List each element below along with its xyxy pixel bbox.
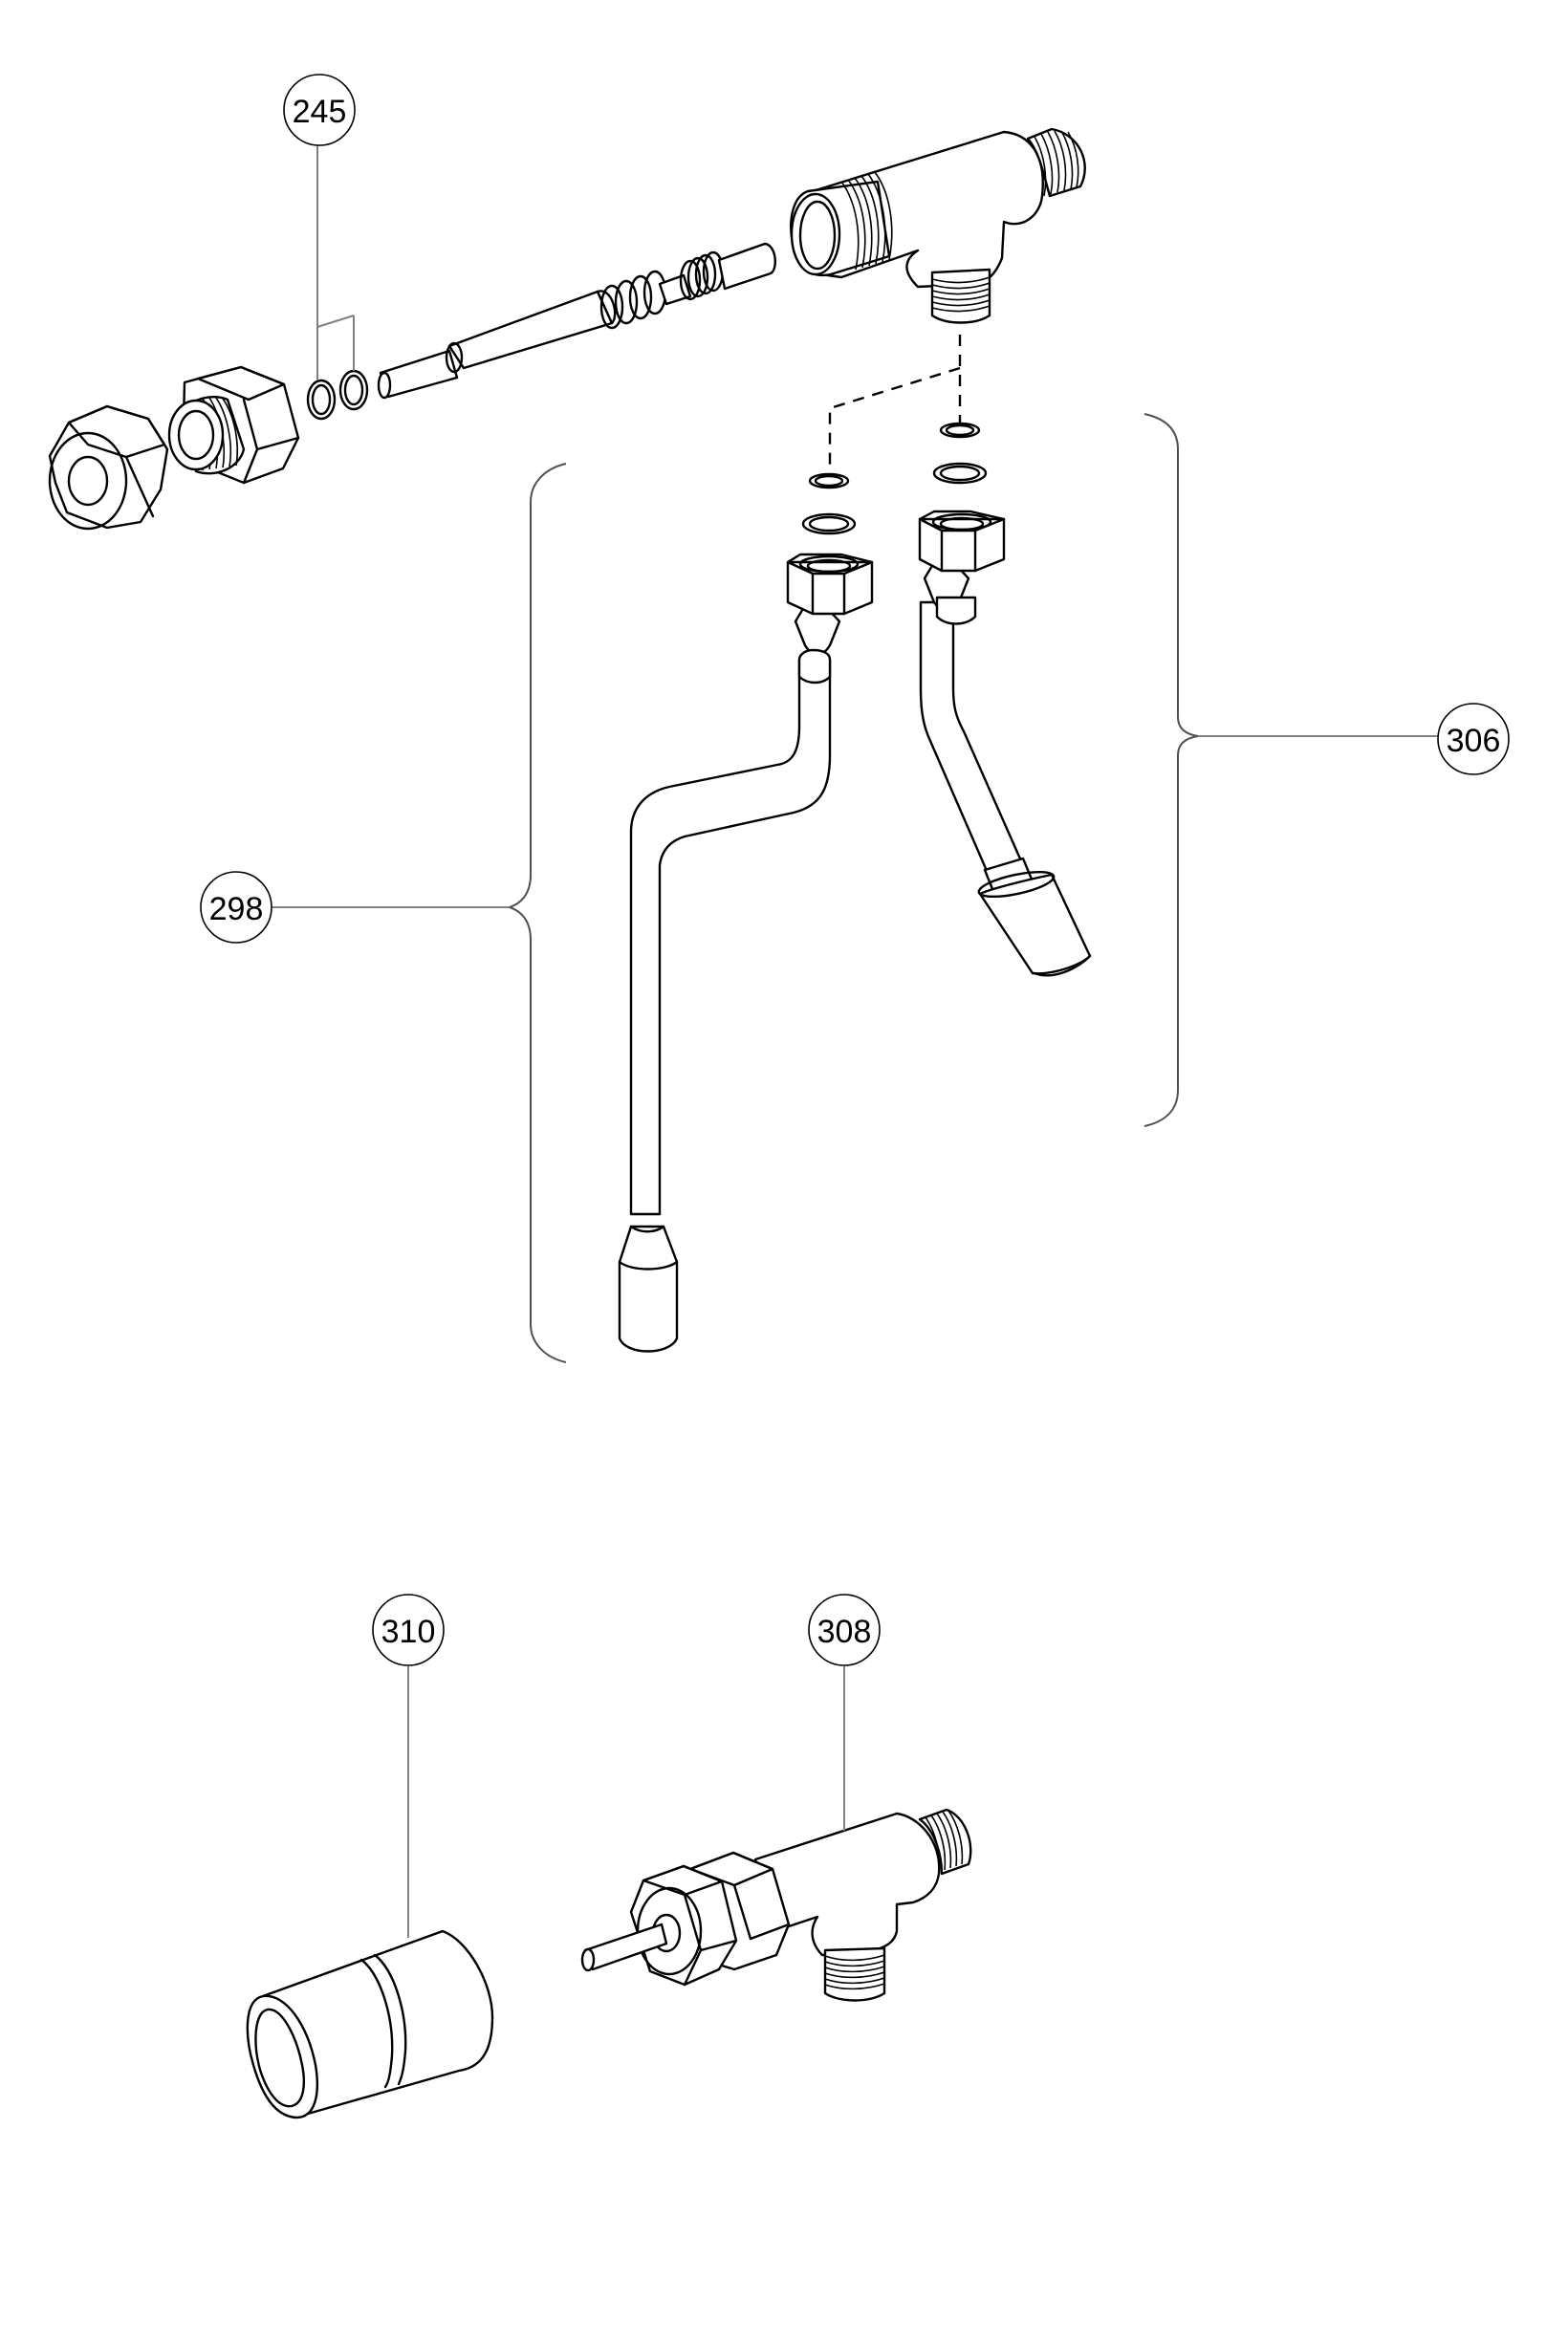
valve-stem bbox=[377, 242, 776, 400]
left-tube-assembly bbox=[618, 553, 874, 1353]
tee-fitting bbox=[790, 127, 1086, 324]
callout-label: 306 bbox=[1447, 723, 1501, 759]
leader-245 bbox=[316, 145, 355, 380]
washers bbox=[801, 422, 988, 535]
hex-cap-nut bbox=[48, 404, 169, 531]
tee-valve-assembly bbox=[580, 1808, 972, 2002]
callout-label: 245 bbox=[293, 94, 347, 130]
brace-306 bbox=[1143, 413, 1199, 1127]
right-tube-assembly bbox=[918, 510, 1092, 977]
callout-245[interactable]: 245 bbox=[283, 74, 356, 146]
callout-306[interactable]: 306 bbox=[1437, 703, 1510, 775]
callout-label: 298 bbox=[209, 891, 264, 927]
callout-298[interactable]: 298 bbox=[200, 871, 272, 944]
hex-fitting-threaded bbox=[167, 365, 300, 485]
callout-label: 310 bbox=[381, 1614, 436, 1650]
alignment-lines bbox=[828, 335, 962, 468]
cylindrical-cap bbox=[246, 1929, 494, 2119]
callout-label: 308 bbox=[817, 1614, 872, 1650]
callout-310[interactable]: 310 bbox=[372, 1594, 445, 1666]
brace-298 bbox=[506, 463, 567, 1363]
callout-308[interactable]: 308 bbox=[808, 1594, 881, 1666]
